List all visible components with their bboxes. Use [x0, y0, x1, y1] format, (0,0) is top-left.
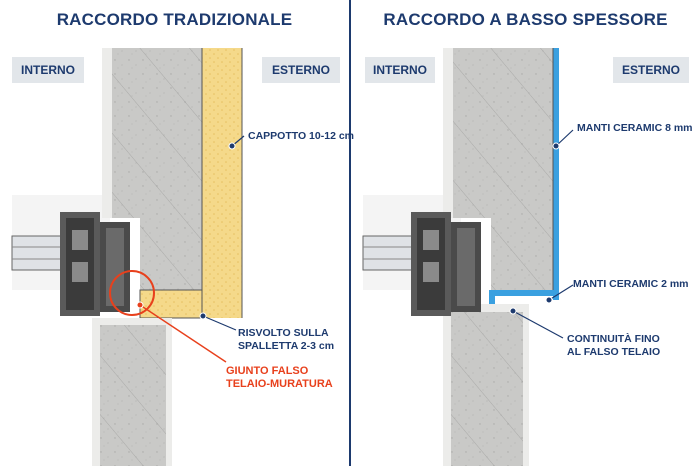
insulation-layer — [202, 48, 242, 318]
callout-frame-joint: GIUNTO FALSO TELAIO-MURATURA — [226, 365, 333, 390]
joint-highlight-circle — [109, 270, 155, 316]
tag-inside: INTERNO — [365, 57, 435, 83]
callout-coating-2mm: MANTI CERAMIC 2 mm — [573, 278, 689, 290]
panel-title: RACCORDO A BASSO SPESSORE — [383, 10, 668, 29]
thin-coating-layer — [553, 48, 559, 300]
tag-inside: INTERNO — [12, 57, 84, 83]
callout-coat-thickness: CAPPOTTO 10-12 cm — [248, 130, 355, 142]
tag-outside: ESTERNO — [262, 57, 340, 83]
panel-title: RACCORDO TRADIZIONALE — [56, 10, 293, 29]
panel-divider — [349, 0, 351, 466]
callout-coating-8mm: MANTI CERAMIC 8 mm — [577, 122, 693, 134]
tag-outside: ESTERNO — [613, 57, 689, 83]
traditional-section-drawing — [11, 48, 245, 466]
reveal-insulation — [140, 290, 202, 318]
callout-continuity: CONTINUITÀ FINO AL FALSO TELAIO — [567, 333, 661, 358]
callout-reveal-return: RISVOLTO SULLA SPALLETTA 2-3 cm — [238, 327, 335, 352]
panel-traditional: RACCORDO TRADIZIONALE INTERNO ESTERNO CA… — [0, 0, 354, 466]
panel-low-thickness: RACCORDO A BASSO SPESSORE INTERNO ESTERN… — [351, 0, 700, 466]
reveal-coating — [489, 290, 559, 296]
low-thickness-section-drawing — [362, 48, 574, 466]
